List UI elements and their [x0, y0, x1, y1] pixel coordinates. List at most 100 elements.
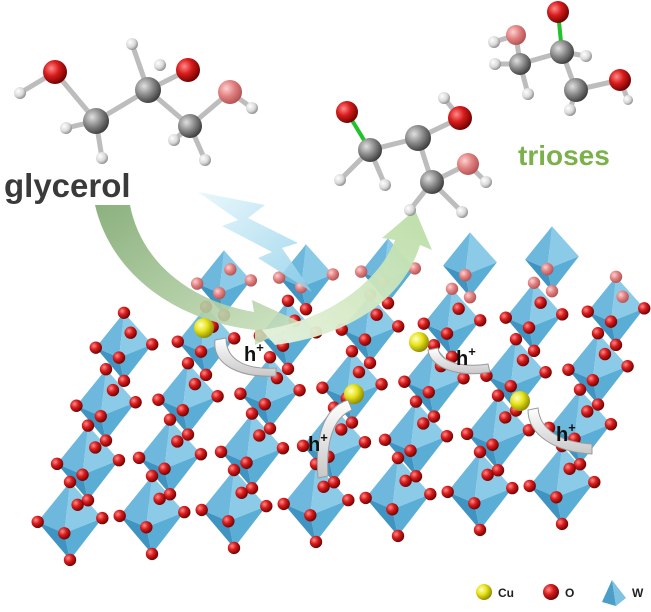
oxygen-atom	[235, 486, 248, 499]
oxygen-atom	[70, 399, 83, 412]
oxygen-atom	[386, 503, 399, 516]
oxygen-atom	[99, 434, 113, 447]
oxygen-atom	[381, 296, 395, 310]
oxygen-atom	[81, 494, 95, 507]
oxygen-atom	[359, 491, 372, 505]
oxygen-atom	[277, 497, 290, 511]
oxygen-atom	[199, 368, 213, 382]
oxygen-atom	[190, 277, 204, 290]
oxygen-atom	[316, 381, 329, 394]
hydrogen-atom	[404, 204, 416, 216]
legend-w-label: W	[632, 586, 644, 600]
oxygen-atom	[263, 351, 277, 364]
oxygen-atom	[342, 493, 355, 507]
oxygen-atom	[244, 274, 258, 287]
oxygen-atom	[218, 80, 242, 104]
oxygen-atom	[499, 311, 512, 324]
oxygen-atom	[263, 422, 277, 435]
oxygen-atom	[609, 270, 623, 283]
hydrogen-atom	[522, 88, 534, 100]
oxygen-atom	[427, 410, 441, 423]
oxygen-atom	[399, 474, 412, 487]
triose-molecule-1	[334, 92, 492, 218]
oxygen-atom	[445, 350, 459, 364]
oxygen-atom	[527, 276, 541, 289]
glycerol-label: glycerol	[4, 167, 131, 204]
carbon-atom	[550, 40, 574, 64]
oxygen-atom	[50, 457, 64, 471]
oxygen-atom	[562, 363, 575, 376]
oxygen-atom	[163, 413, 177, 426]
oxygen-atom	[112, 351, 126, 364]
oxygen-atom	[281, 362, 295, 376]
oxygen-atom	[474, 314, 487, 327]
oxygen-atom	[586, 373, 599, 387]
oxygen-atom	[171, 335, 184, 348]
oxygen-atom	[222, 515, 235, 528]
oxygen-atom	[345, 416, 359, 429]
wo6-octahedron	[201, 470, 267, 548]
legend-o-label: O	[565, 586, 574, 600]
oxygen-atom	[457, 372, 470, 385]
oxygen-atom	[354, 265, 368, 278]
oxygen-atom	[441, 485, 454, 499]
oxygen-atom	[452, 302, 465, 315]
oxygen-atom	[188, 377, 202, 391]
oxygen-atom	[440, 429, 454, 443]
oxygen-atom	[153, 492, 166, 505]
oxygen-atom	[211, 390, 224, 403]
oxygen-atom	[581, 405, 594, 418]
oxygen-atom	[523, 479, 536, 493]
oxygen-atom	[422, 385, 435, 399]
wo6-octahedron	[385, 401, 447, 477]
hydrogen-atom	[168, 134, 180, 146]
hole-markers: h+h+h+h+	[214, 337, 593, 479]
oxygen-atom	[499, 411, 512, 424]
carbon-atom	[420, 170, 444, 194]
legend-o-swatch	[543, 584, 559, 600]
oxygen-atom	[457, 153, 479, 175]
glycerol-molecule	[14, 38, 258, 166]
oxygen-atom	[459, 268, 472, 282]
carbon-atom	[83, 108, 109, 134]
copper-atoms	[194, 318, 530, 411]
oxygen-atom	[409, 395, 423, 408]
oxygen-atom	[124, 326, 137, 339]
hole-transfer-arrow	[427, 347, 491, 375]
wo6-octahedron	[443, 232, 497, 298]
oxygen-atom	[473, 445, 487, 459]
oxygen-atom	[176, 58, 200, 82]
copper-atom	[510, 391, 530, 411]
hydrogen-atom	[154, 59, 166, 71]
oxygen-atom	[391, 529, 405, 543]
oxygen-atom	[468, 497, 481, 510]
oxygen-atom	[621, 360, 634, 373]
oxygen-atom	[440, 327, 454, 340]
oxygen-atom	[63, 553, 77, 567]
oxygen-atom	[146, 338, 159, 351]
hole-transfer-arrow	[316, 399, 353, 479]
oxygen-atom	[145, 547, 159, 561]
oxygen-atom	[609, 338, 623, 352]
wo6-octahedron	[423, 288, 481, 357]
wo6-octahedron	[568, 333, 628, 405]
oxygen-atom	[556, 308, 569, 321]
wo6-octahedron	[365, 458, 431, 536]
oxygen-atom	[409, 470, 423, 483]
hydrogen-atom	[488, 36, 500, 48]
hole-charge: +	[256, 340, 264, 355]
hydrogen-atom	[438, 92, 450, 104]
hydrogen-atom	[60, 122, 72, 134]
oxygen-atom	[299, 302, 313, 316]
oxygen-atom	[522, 423, 536, 437]
legend-cu-label: Cu	[498, 586, 514, 600]
oxygen-atom	[224, 263, 237, 276]
oxygen-atom	[392, 320, 405, 333]
oxygen-atom	[363, 356, 377, 370]
oxygen-atom	[486, 438, 499, 451]
oxygen-atom	[106, 383, 120, 397]
oxygen-atom	[245, 407, 259, 420]
oxygen-atom	[117, 374, 131, 388]
oxygen-atom	[591, 327, 605, 340]
